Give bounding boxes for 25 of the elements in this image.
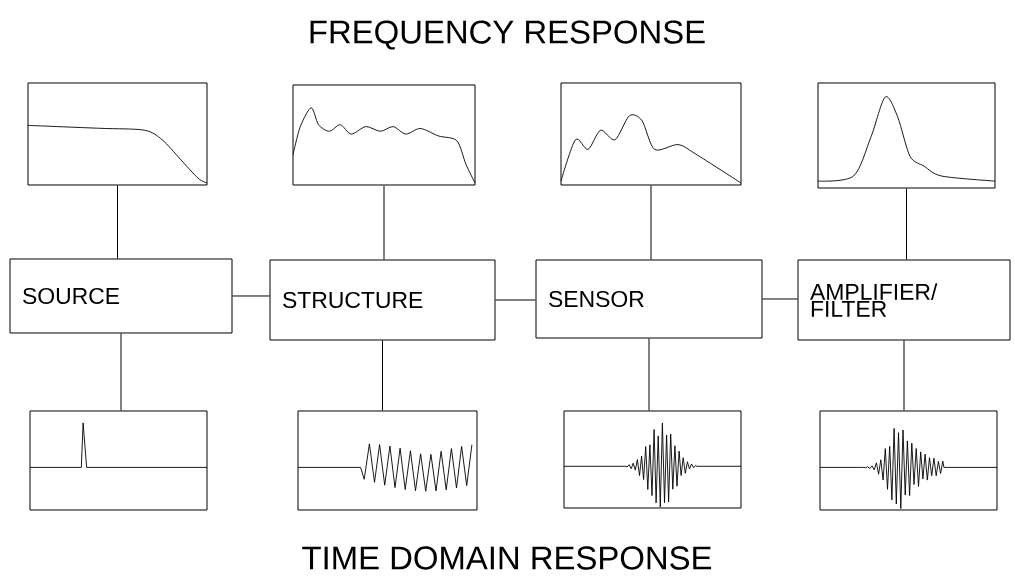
connector-line <box>495 299 536 301</box>
connector-line <box>906 188 907 260</box>
connector-line <box>383 185 385 260</box>
connector-line <box>117 185 118 259</box>
process-box: SENSOR <box>535 259 763 339</box>
frequency-plot-drawing <box>292 84 476 186</box>
connector-line <box>382 340 383 411</box>
frequency-plot-drawing <box>27 82 208 186</box>
waveform-plot-drawing <box>297 410 478 511</box>
process-box: SOURCE <box>9 258 233 334</box>
connector-line <box>903 340 905 411</box>
connector-line <box>232 295 270 297</box>
frequency-plot-drawing <box>817 82 996 189</box>
connector-line <box>650 185 652 260</box>
caption: TIME DOMAIN RESPONSE <box>302 546 712 570</box>
waveform-plot-drawing <box>563 410 742 509</box>
process-box: AMPLIFIER/ FILTER <box>797 259 1011 341</box>
waveform-plot-drawing <box>29 410 208 511</box>
process-box: STRUCTURE <box>269 259 496 341</box>
connector-line <box>762 298 798 300</box>
connector-line <box>648 338 650 411</box>
connector-line <box>120 333 122 411</box>
waveform-plot-drawing <box>819 410 998 511</box>
title: FREQUENCY RESPONSE <box>310 20 705 50</box>
frequency-plot-drawing <box>560 82 742 186</box>
